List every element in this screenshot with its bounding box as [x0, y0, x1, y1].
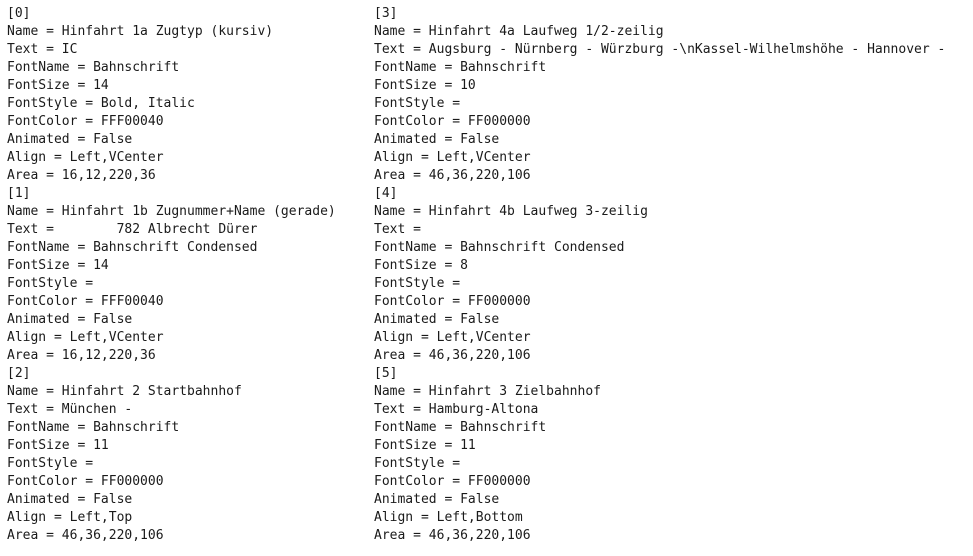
record-font-name: FontName = Bahnschrift Condensed: [374, 240, 625, 255]
record-font-color: FontColor = FFF00040: [7, 294, 164, 309]
record-area: Area = 46,36,220,106: [7, 528, 164, 543]
record-name: Name = Hinfahrt 4b Laufweg 3-zeilig: [374, 204, 648, 219]
record-font-color: FontColor = FF000000: [7, 474, 164, 489]
record-text: Text = München -: [7, 402, 133, 417]
record-animated: Animated = False: [374, 312, 500, 327]
record-name: Name = Hinfahrt 1b Zugnummer+Name (gerad…: [7, 204, 336, 219]
record-area: Area = 16,12,220,36: [7, 348, 156, 363]
record-font-color: FontColor = FF000000: [374, 474, 531, 489]
record-text: Text = Augsburg - Nürnberg - Würzburg -\…: [374, 42, 946, 57]
record-name: Name = Hinfahrt 4a Laufweg 1/2-zeilig: [374, 24, 664, 39]
record-4: [4] Name = Hinfahrt 4b Laufweg 3-zeilig …: [374, 185, 973, 365]
record-font-size: FontSize = 14: [7, 258, 109, 273]
record-font-name: FontName = Bahnschrift: [374, 420, 547, 435]
left-column: [0] Name = Hinfahrt 1a Zugtyp (kursiv) T…: [7, 5, 607, 545]
record-index: [2]: [7, 366, 31, 381]
record-0: [0] Name = Hinfahrt 1a Zugtyp (kursiv) T…: [7, 5, 607, 185]
record-font-size: FontSize = 11: [374, 438, 476, 453]
record-font-style: FontStyle =: [374, 96, 461, 111]
record-font-name: FontName = Bahnschrift: [7, 420, 180, 435]
record-text: Text = 782 Albrecht Dürer: [7, 222, 258, 237]
record-2: [2] Name = Hinfahrt 2 Startbahnhof Text …: [7, 365, 607, 545]
record-font-size: FontSize = 14: [7, 78, 109, 93]
record-animated: Animated = False: [7, 132, 133, 147]
record-font-size: FontSize = 11: [7, 438, 109, 453]
record-font-style: FontStyle =: [374, 456, 461, 471]
record-font-color: FontColor = FFF00040: [7, 114, 164, 129]
record-font-color: FontColor = FF000000: [374, 294, 531, 309]
record-area: Area = 46,36,220,106: [374, 528, 531, 543]
record-name: Name = Hinfahrt 2 Startbahnhof: [7, 384, 242, 399]
record-index: [1]: [7, 186, 31, 201]
record-area: Area = 16,12,220,36: [7, 168, 156, 183]
record-animated: Animated = False: [374, 492, 500, 507]
record-text: Text =: [374, 222, 421, 237]
record-align: Align = Left,Top: [7, 510, 133, 525]
right-column: [3] Name = Hinfahrt 4a Laufweg 1/2-zeili…: [374, 5, 973, 545]
record-1: [1] Name = Hinfahrt 1b Zugnummer+Name (g…: [7, 185, 607, 365]
record-text: Text = Hamburg-Altona: [374, 402, 539, 417]
record-name: Name = Hinfahrt 1a Zugtyp (kursiv): [7, 24, 274, 39]
record-font-style: FontStyle =: [7, 456, 94, 471]
record-font-style: FontStyle = Bold, Italic: [7, 96, 195, 111]
record-font-name: FontName = Bahnschrift: [7, 60, 180, 75]
record-index: [0]: [7, 6, 31, 21]
record-index: [5]: [374, 366, 398, 381]
record-align: Align = Left,VCenter: [7, 330, 164, 345]
record-align: Align = Left,VCenter: [374, 150, 531, 165]
record-font-color: FontColor = FF000000: [374, 114, 531, 129]
record-text: Text = IC: [7, 42, 78, 57]
record-area: Area = 46,36,220,106: [374, 168, 531, 183]
record-3: [3] Name = Hinfahrt 4a Laufweg 1/2-zeili…: [374, 5, 973, 185]
record-font-name: FontName = Bahnschrift: [374, 60, 547, 75]
record-font-name: FontName = Bahnschrift Condensed: [7, 240, 258, 255]
record-area: Area = 46,36,220,106: [374, 348, 531, 363]
record-align: Align = Left,VCenter: [374, 330, 531, 345]
record-animated: Animated = False: [7, 312, 133, 327]
record-font-style: FontStyle =: [374, 276, 461, 291]
record-animated: Animated = False: [7, 492, 133, 507]
record-animated: Animated = False: [374, 132, 500, 147]
record-align: Align = Left,Bottom: [374, 510, 523, 525]
record-font-size: FontSize = 10: [374, 78, 476, 93]
record-5: [5] Name = Hinfahrt 3 Zielbahnhof Text =…: [374, 365, 973, 545]
record-index: [3]: [374, 6, 398, 21]
record-align: Align = Left,VCenter: [7, 150, 164, 165]
record-font-style: FontStyle =: [7, 276, 94, 291]
record-font-size: FontSize = 8: [374, 258, 468, 273]
record-index: [4]: [374, 186, 398, 201]
record-name: Name = Hinfahrt 3 Zielbahnhof: [374, 384, 601, 399]
